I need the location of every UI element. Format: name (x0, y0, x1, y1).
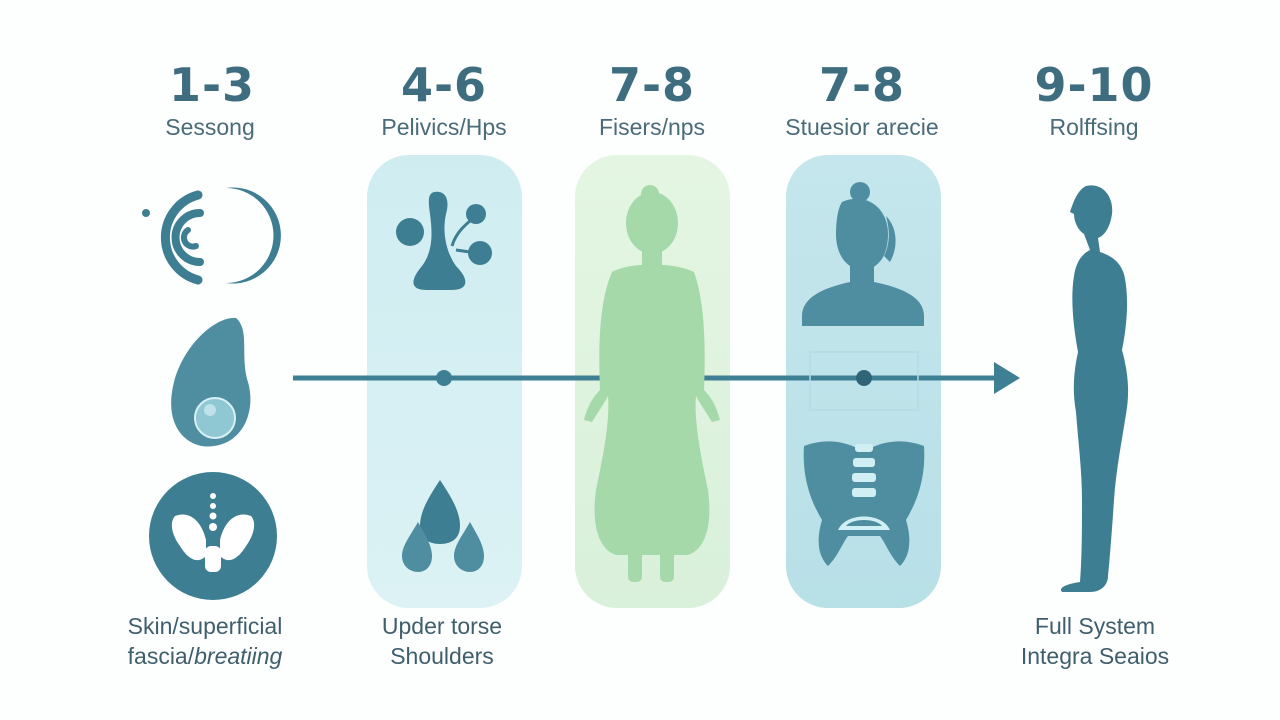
drop-organ-icon (171, 317, 251, 447)
head-shoulders-icon (802, 182, 924, 326)
stage-title-2: Pelivics/Hps (381, 114, 507, 140)
stage-description-1-line2: fascia/breatiing (75, 641, 335, 671)
stage-description-2-line1: Upder torse (381, 613, 503, 639)
stage-number-5: 9-10 (1034, 58, 1154, 112)
stage-title-5: Rolffsing (1049, 114, 1139, 140)
droplets-icon (402, 480, 484, 572)
stage-description-1-line1: Skin/superficial (127, 613, 283, 639)
stage-title-4: Stuesior arecie (785, 114, 939, 140)
stage-description-1-line2b: breatiing (194, 643, 283, 669)
pelvis-spine-icon (149, 472, 277, 600)
stage-description-5: Full System Integra Seaios (965, 611, 1225, 671)
stage-number-2: 4-6 (400, 58, 488, 112)
stage-description-5-line2: Integra Seaios (1020, 643, 1170, 669)
stage-number-4: 7-8 (818, 58, 906, 112)
faint-outline-box (809, 351, 919, 411)
stage-description-1-line2a: fascia/ (127, 643, 195, 669)
pelvis-skeleton-icon (803, 441, 925, 566)
stage-description-2: Upder torse Shoulders (312, 611, 572, 671)
breathing-spiral-icon (142, 187, 281, 285)
stage-description-1: Skin/superficial fascia/breatiing (75, 611, 335, 671)
full-body-profile-icon (1060, 185, 1129, 593)
stage-number-3: 7-8 (608, 58, 696, 112)
stage-description-2-line2: Shoulders (390, 643, 494, 669)
standing-figure-silhouette (584, 185, 720, 582)
stage-description-5-line1: Full System (1034, 613, 1156, 639)
stage-number-1: 1-3 (168, 58, 256, 112)
stage-title-3: Fisers/nps (598, 114, 706, 140)
pelvic-organs-icon (396, 191, 492, 290)
stage-title-1: Sessong (165, 114, 255, 140)
